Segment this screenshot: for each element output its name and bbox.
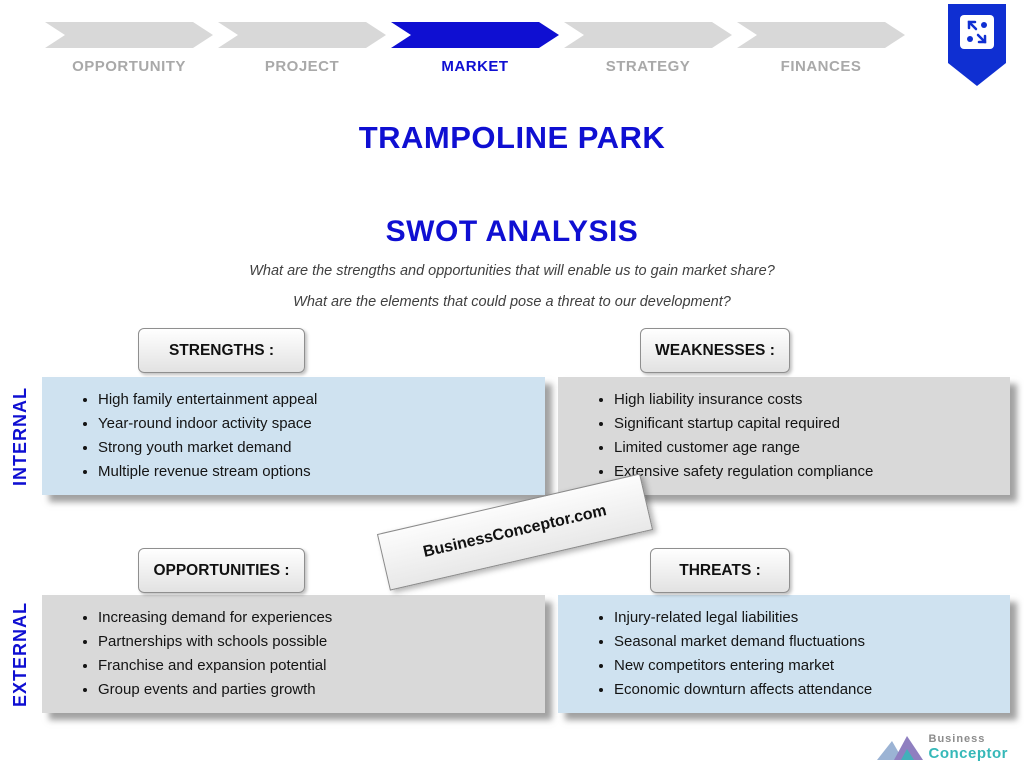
step-strategy: STRATEGY [564,22,732,75]
swot-item: Franchise and expansion potential [98,657,545,674]
step-label: STRATEGY [605,58,691,75]
page-subtitle: SWOT ANALYSIS [385,215,639,248]
strengths-tag: STRENGTHS : [138,328,305,373]
step-market-active: MARKET [391,22,559,75]
step-label: OPPORTUNITY [72,58,186,75]
threats-list: Injury-related legal liabilities Seasona… [558,609,1010,698]
chevron-shape [45,22,213,48]
swot-item: Economic downturn affects attendance [614,681,1010,698]
dice-strategy-icon [960,15,994,49]
threats-panel: Injury-related legal liabilities Seasona… [558,595,1010,713]
swot-item: Year-round indoor activity space [98,415,545,432]
question-2: What are the elements that could pose a … [293,294,731,310]
logo-line2: Conceptor [928,744,1008,762]
swot-item: Injury-related legal liabilities [614,609,1010,626]
opportunities-list: Increasing demand for experiences Partne… [42,609,545,698]
swot-item: Strong youth market demand [98,439,545,456]
swot-item: Partnerships with schools possible [98,633,545,650]
page-title: TRAMPOLINE PARK [358,120,666,155]
opportunities-tag: OPPORTUNITIES : [138,548,305,593]
bookmark-ribbon [948,4,1006,86]
opportunities-panel: Increasing demand for experiences Partne… [42,595,545,713]
step-label: PROJECT [264,58,340,75]
threats-tag: THREATS : [650,548,790,593]
question-1: What are the strengths and opportunities… [249,263,775,279]
footer-logo: Business Conceptor [875,733,1009,762]
chevron-shape [564,22,732,48]
step-project: PROJECT [218,22,386,75]
strengths-list: High family entertainment appeal Year-ro… [42,391,545,480]
swot-item: High family entertainment appeal [98,391,545,408]
logo-line1: Business [928,733,986,746]
chevron-shape [218,22,386,48]
step-opportunity: OPPORTUNITY [45,22,213,75]
weaknesses-list: High liability insurance costs Significa… [558,391,1010,480]
step-finances: FINANCES [737,22,905,75]
step-label: FINANCES [780,58,862,75]
step-label: MARKET [441,58,509,75]
swot-item: Extensive safety regulation compliance [614,463,1010,480]
swot-item: New competitors entering market [614,657,1010,674]
swot-item: Significant startup capital required [614,415,1010,432]
swot-item: Multiple revenue stream options [98,463,545,480]
swot-item: Seasonal market demand fluctuations [614,633,1010,650]
swot-item: Limited customer age range [614,439,1010,456]
chevron-shape [391,22,559,48]
logo-text: Business Conceptor [929,733,1009,762]
swot-item: Group events and parties growth [98,681,545,698]
weaknesses-tag: WEAKNESSES : [640,328,790,373]
row-label-external: EXTERNAL [9,601,30,707]
swot-item: Increasing demand for experiences [98,609,545,626]
mountain-logo-icon [876,736,923,760]
strengths-panel: High family entertainment appeal Year-ro… [42,377,545,495]
chevron-shape [737,22,905,48]
swot-item: High liability insurance costs [614,391,1010,408]
row-label-internal: INTERNAL [9,386,30,486]
